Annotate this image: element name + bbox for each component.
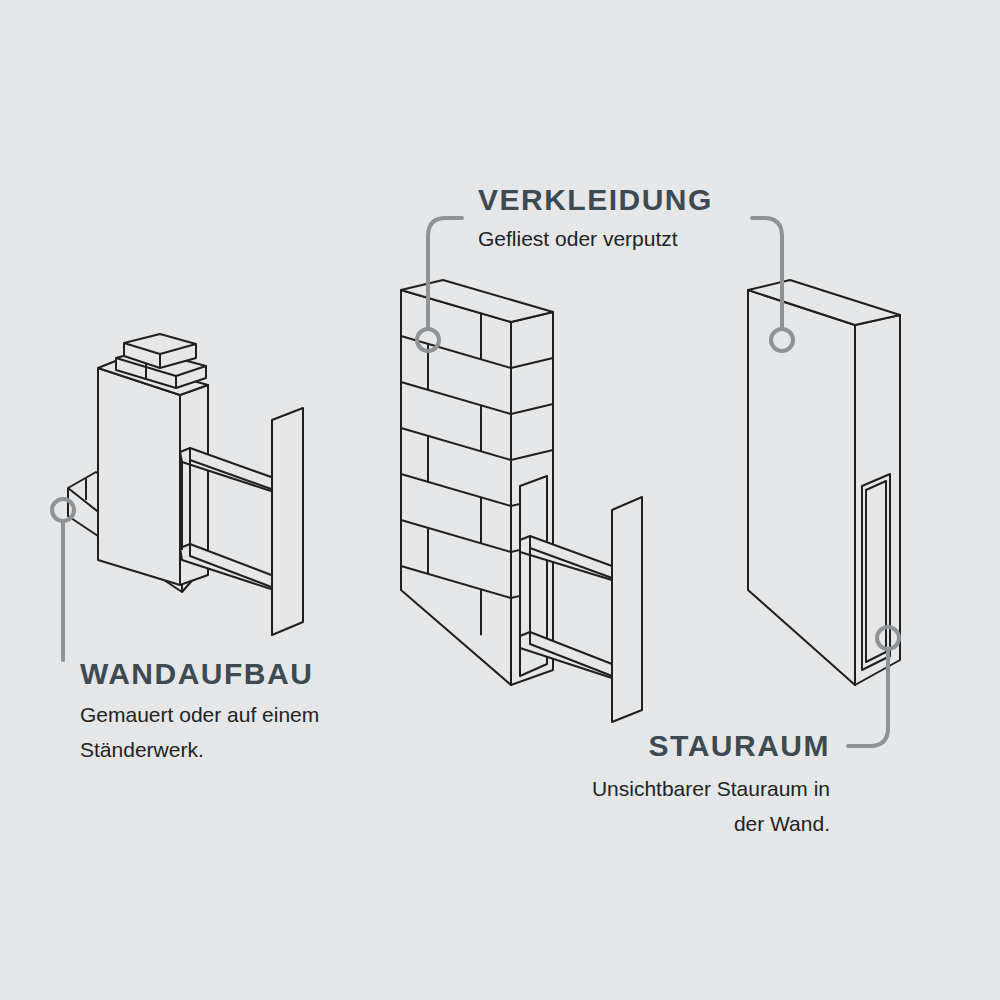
brick-joint [480, 405, 482, 451]
section-text: Unsichtbarer Stauraum in der Wand. [568, 771, 830, 841]
brick-joint [401, 428, 511, 460]
section-text: Gemauert oder auf einem Ständerwerk. [80, 697, 320, 767]
brick-joint [511, 404, 553, 414]
brick-joint [401, 566, 511, 598]
section-heading: VERKLEIDUNG [478, 182, 713, 218]
brick-joint [480, 313, 482, 359]
brick-joint [511, 550, 520, 552]
brick-joint [427, 528, 429, 574]
brick-joint [401, 382, 511, 414]
brick-joint [401, 520, 511, 552]
brick-joint [480, 589, 482, 635]
brick-joint [511, 504, 520, 506]
brick-joint [511, 358, 553, 368]
brick-joint [511, 450, 553, 460]
brick-joint [427, 436, 429, 482]
brick-joint [480, 497, 482, 543]
brick-joint [401, 474, 511, 506]
section-heading: WANDAUFBAU [80, 656, 313, 692]
brick-joint [511, 596, 520, 598]
section-text: Gefliest oder verputzt [478, 221, 678, 256]
section-heading: STAURAUM [649, 728, 830, 764]
